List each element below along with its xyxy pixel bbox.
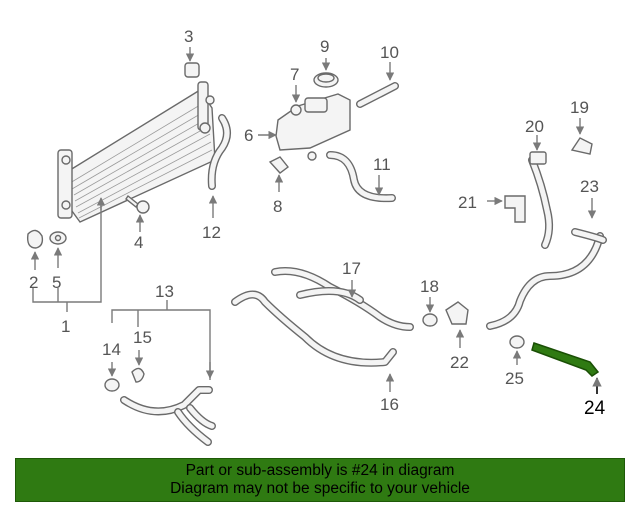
- callout-4: 4: [134, 233, 143, 252]
- o-ring[interactable]: [104, 378, 120, 392]
- hose-clamp[interactable]: [422, 313, 438, 327]
- radiator[interactable]: [57, 81, 216, 223]
- thermostat-hose[interactable]: [528, 151, 554, 249]
- bypass-hose[interactable]: [271, 267, 414, 331]
- callout-1: 1: [61, 317, 70, 336]
- callout-15: 15: [133, 328, 152, 347]
- vent-hose[interactable]: [326, 151, 396, 203]
- callout-12: 12: [202, 223, 221, 242]
- callout-3: 3: [184, 27, 193, 46]
- reservoir-cap[interactable]: [313, 72, 339, 88]
- callout-2: 2: [29, 273, 38, 292]
- callout-24: 24: [584, 398, 606, 419]
- reservoir-bolt[interactable]: [290, 104, 302, 116]
- radiator-mount[interactable]: [49, 231, 67, 245]
- callout-22: 22: [450, 353, 469, 372]
- gasket[interactable]: [509, 335, 525, 349]
- callout-8: 8: [273, 197, 282, 216]
- highlighted-part-24[interactable]: [531, 342, 600, 377]
- sensor-bracket[interactable]: [570, 137, 593, 155]
- callout-25: 25: [505, 369, 524, 388]
- callout-23: 23: [580, 177, 599, 196]
- callout-11: 11: [373, 155, 391, 174]
- lower-tube[interactable]: [120, 386, 216, 446]
- callout-20: 20: [525, 117, 544, 136]
- radiator-hose[interactable]: [486, 228, 607, 330]
- tee-connector[interactable]: [504, 195, 526, 223]
- callout-13: 13: [155, 282, 174, 301]
- callout-10: 10: [380, 43, 399, 62]
- clamp[interactable]: [131, 367, 145, 383]
- callout-7: 7: [290, 65, 299, 84]
- reservoir-bracket[interactable]: [268, 156, 289, 174]
- callout-17: 17: [342, 259, 361, 278]
- banner-line-1: Part or sub-assembly is #24 in diagram: [185, 462, 455, 479]
- coolant-reservoir[interactable]: [275, 93, 351, 161]
- heater-hose[interactable]: [231, 290, 397, 367]
- upper-insulator[interactable]: [184, 62, 200, 78]
- drain-plug[interactable]: [26, 229, 44, 249]
- callout-5: 5: [52, 273, 61, 292]
- callout-16: 16: [380, 395, 399, 414]
- callout-9: 9: [320, 37, 329, 56]
- callout-13-bracket: [111, 309, 211, 380]
- banner-line-2: Diagram may not be specific to your vehi…: [170, 480, 470, 497]
- info-banner: Part or sub-assembly is #24 in diagram D…: [15, 458, 625, 502]
- bolt[interactable]: [125, 194, 150, 214]
- callout-6: 6: [244, 126, 253, 145]
- callout-18: 18: [420, 277, 439, 296]
- upper-hose[interactable]: [207, 114, 231, 190]
- callout-21: 21: [458, 193, 477, 212]
- overflow-hose[interactable]: [356, 82, 399, 108]
- callout-14: 14: [102, 340, 121, 359]
- callout-19: 19: [570, 98, 589, 117]
- connector[interactable]: [445, 301, 469, 325]
